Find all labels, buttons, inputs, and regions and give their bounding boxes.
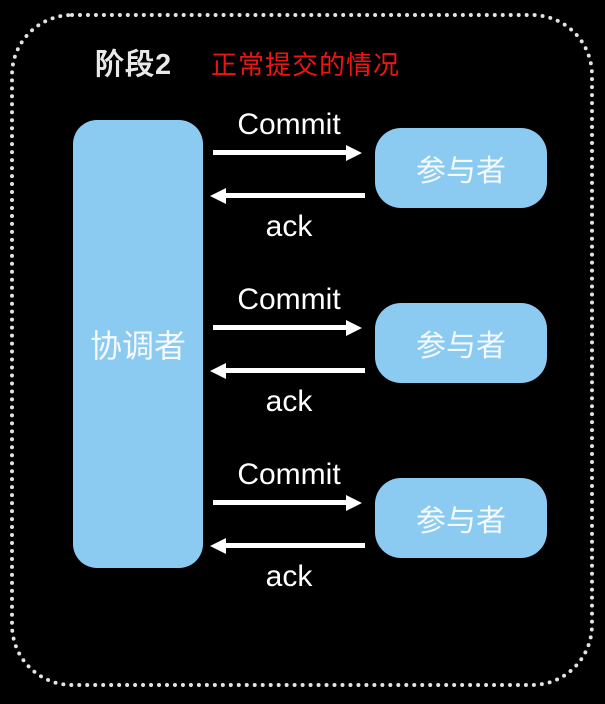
commit-arrow-right-icon [213, 144, 362, 161]
ack-arrow-left-icon [210, 537, 365, 554]
ack-message-label: ack [265, 385, 313, 418]
commit-message-label: Commit [237, 458, 341, 491]
participant-label: 参与者 [416, 155, 506, 188]
phase-title: 阶段2 [95, 49, 173, 81]
commit-arrow-right-icon [213, 494, 362, 511]
participant-node-2: 参与者 [375, 303, 547, 383]
commit-message-label: Commit [237, 283, 341, 316]
coordinator-label: 协调者 [89, 328, 186, 364]
exchange-row-1: Commit ack 参与者 [0, 108, 605, 253]
participant-label: 参与者 [416, 330, 506, 363]
participant-label: 参与者 [416, 505, 506, 538]
exchange-row-2: Commit ack 参与者 [0, 283, 605, 428]
scenario-title: 正常提交的情况 [211, 50, 401, 80]
ack-message-label: ack [265, 560, 313, 593]
coordinator-node: 协调者 [73, 120, 203, 568]
ack-arrow-left-icon [210, 187, 365, 204]
ack-arrow-left-icon [210, 362, 365, 379]
exchange-row-3: Commit ack 参与者 [0, 458, 605, 603]
participant-node-1: 参与者 [375, 128, 547, 208]
commit-message-label: Commit [237, 108, 341, 141]
dotted-frame [10, 13, 594, 687]
ack-message-label: ack [265, 210, 313, 243]
participant-node-3: 参与者 [375, 478, 547, 558]
commit-arrow-right-icon [213, 319, 362, 336]
